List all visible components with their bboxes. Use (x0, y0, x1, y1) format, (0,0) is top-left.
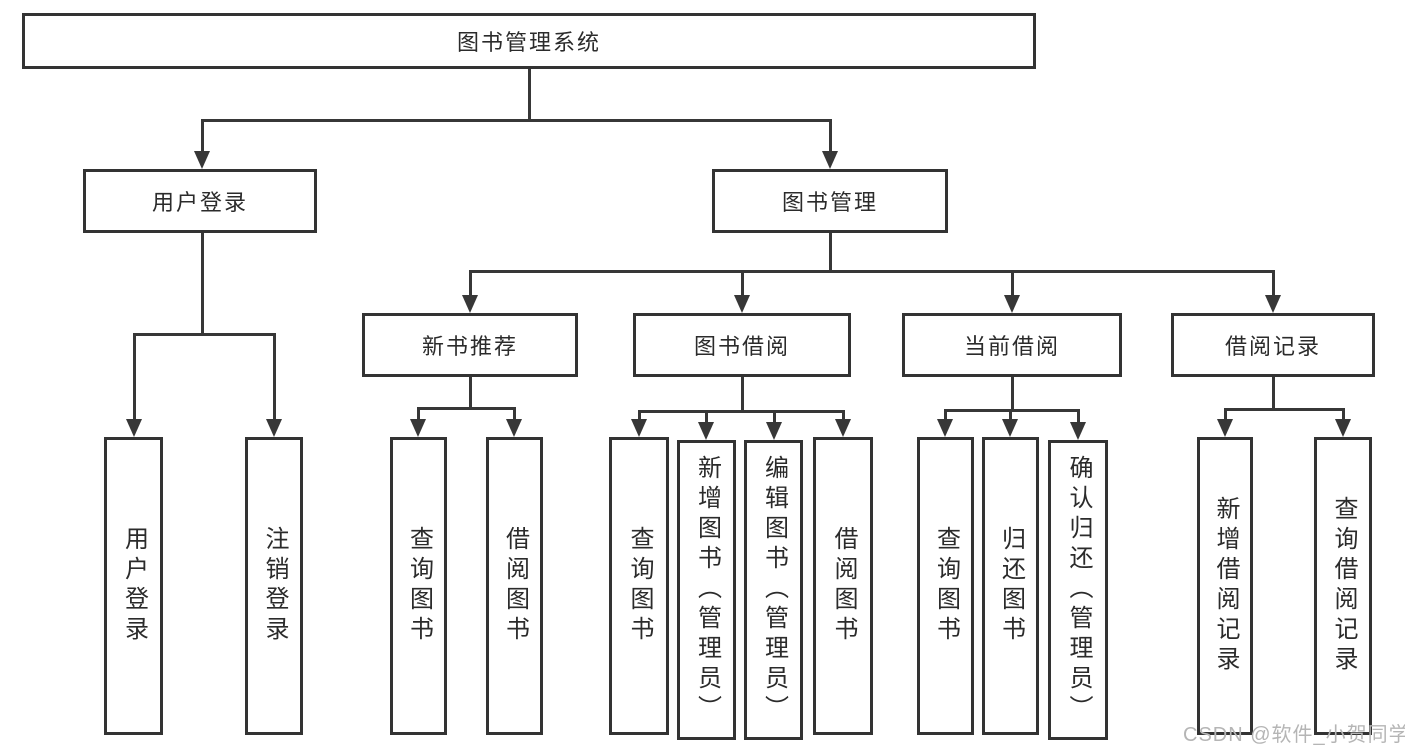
node-user-login: 用户登录 (83, 169, 317, 233)
arrowhead-down-icon (1217, 419, 1233, 437)
leaf-add-borrow-record: 新增借阅记录 (1197, 437, 1253, 735)
leaf-query-borrow-record: 查询借阅记录 (1314, 437, 1372, 735)
connector-line (740, 377, 744, 411)
connector-line (272, 334, 276, 419)
arrowhead-down-icon (194, 151, 210, 169)
connector-line (943, 410, 947, 419)
node-library-management-system: 图书管理系统 (22, 13, 1036, 69)
arrowhead-down-icon (126, 419, 142, 437)
arrowhead-down-icon (1335, 419, 1351, 437)
connector-line (637, 411, 641, 419)
node-new-book-recommend: 新书推荐 (362, 313, 578, 377)
arrowhead-down-icon (1070, 422, 1086, 440)
arrowhead-down-icon (631, 419, 647, 437)
connector-line (132, 334, 136, 419)
arrowhead-down-icon (462, 295, 478, 313)
leaf-query-books-recommend: 查询图书 (390, 437, 447, 735)
connector-line (200, 120, 204, 151)
arrowhead-down-icon (1004, 295, 1020, 313)
connector-line (1223, 407, 1345, 411)
connector-line (512, 408, 516, 419)
leaf-add-books-admin: 新增图书（管理员） (677, 440, 736, 740)
node-book-management: 图书管理 (712, 169, 948, 233)
arrowhead-down-icon (822, 151, 838, 169)
connector-line (468, 269, 1275, 273)
leaf-user-login: 用户登录 (104, 437, 163, 735)
arrowhead-down-icon (766, 422, 782, 440)
leaf-query-books-borrowing: 查询图书 (609, 437, 669, 735)
arrowhead-down-icon (698, 422, 714, 440)
arrowhead-down-icon (1002, 419, 1018, 437)
connector-line (1076, 410, 1080, 422)
connector-line (1341, 409, 1345, 419)
arrowhead-down-icon (1265, 295, 1281, 313)
leaf-borrow-books-recommend: 借阅图书 (486, 437, 543, 735)
connector-line (637, 409, 845, 413)
arrowhead-down-icon (734, 295, 750, 313)
arrowhead-down-icon (835, 419, 851, 437)
connector-line (1010, 271, 1014, 295)
leaf-return-books: 归还图书 (982, 437, 1039, 735)
connector-line (1271, 377, 1275, 409)
connector-line (1271, 271, 1275, 295)
arrowhead-down-icon (266, 419, 282, 437)
leaf-borrow-books: 借阅图书 (813, 437, 873, 735)
node-book-borrowing: 图书借阅 (633, 313, 851, 377)
node-current-borrowing: 当前借阅 (902, 313, 1122, 377)
connector-line (468, 271, 472, 295)
connector-line (828, 233, 832, 271)
connector-line (704, 411, 708, 422)
connector-line (1010, 377, 1014, 410)
arrowhead-down-icon (937, 419, 953, 437)
arrowhead-down-icon (506, 419, 522, 437)
connector-line (468, 377, 472, 408)
connector-line (200, 118, 832, 122)
connector-line (772, 411, 776, 422)
connector-line (828, 120, 832, 151)
connector-line (416, 406, 516, 410)
connector-line (943, 408, 1080, 412)
leaf-logout: 注销登录 (245, 437, 303, 735)
connector-line (841, 411, 845, 419)
node-borrowing-records: 借阅记录 (1171, 313, 1375, 377)
leaf-edit-books-admin: 编辑图书（管理员） (744, 440, 803, 740)
watermark: CSDN @软件_小贺同学 (1183, 724, 1405, 746)
connector-line (200, 233, 204, 334)
connector-line (1223, 409, 1227, 419)
connector-line (132, 332, 276, 336)
connector-line (1008, 410, 1012, 419)
connector-line (416, 408, 420, 419)
arrowhead-down-icon (410, 419, 426, 437)
connector-line (740, 271, 744, 295)
connector-line (527, 69, 531, 120)
leaf-query-books-current: 查询图书 (917, 437, 974, 735)
leaf-confirm-return-admin: 确认归还（管理员） (1048, 440, 1108, 740)
